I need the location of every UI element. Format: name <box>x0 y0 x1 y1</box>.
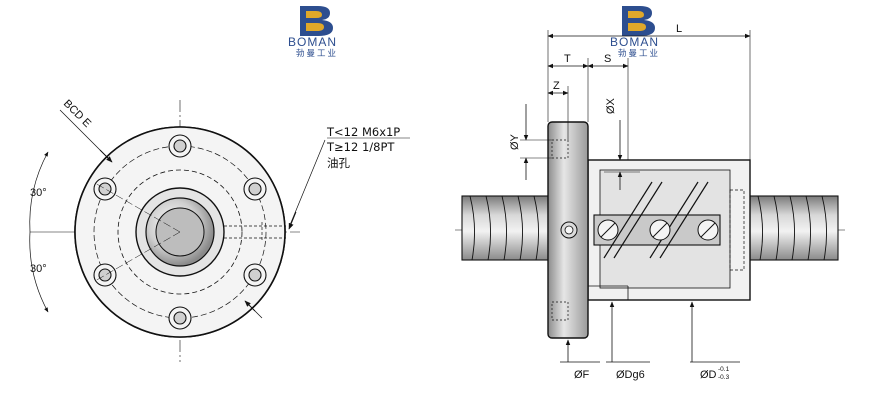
dim-tolerance-upper: -0.1 <box>718 366 730 373</box>
extension-lines <box>520 30 751 173</box>
screw-shaft-left <box>461 195 549 261</box>
note-oil-hole: 油孔 <box>327 156 350 170</box>
radial-line <box>94 231 181 282</box>
bolt-hole <box>93 177 117 201</box>
dim-label-Z: Z <box>553 80 560 92</box>
bolt-hole <box>168 134 192 158</box>
oil-hole-arrow <box>288 211 297 230</box>
oil-hole-side-inner <box>564 225 574 235</box>
logo-right: BOMAN 勃曼工业 <box>610 6 660 59</box>
bolt-hole <box>243 263 267 287</box>
note-thread-small: T<12 M6x1P <box>326 125 400 139</box>
flange-bolt-hole-top <box>551 139 569 159</box>
dim-label-X: ØX <box>605 97 617 114</box>
angle-label-top: 30° <box>30 187 47 199</box>
dim-label-Dg6: ØDg6 <box>616 369 645 381</box>
bolt-hole <box>168 306 192 330</box>
bolt-hole <box>243 177 267 201</box>
screw-threads-left <box>469 195 540 261</box>
nut-seal-hidden <box>729 189 745 271</box>
angle-arc-bottom <box>29 231 49 313</box>
logo-right-subtitle: 勃曼工业 <box>618 48 660 59</box>
return-tube-screws <box>597 219 719 241</box>
flange-bolt-hole-bottom <box>551 301 569 321</box>
dim-label-D: ØD <box>700 369 717 381</box>
dim-label-T: T <box>564 53 571 65</box>
logo-right-name: BOMAN <box>610 35 659 49</box>
logo-left-subtitle: 勃曼工业 <box>296 48 338 59</box>
dim-label-S: S <box>604 53 611 65</box>
angle-arc-top <box>29 151 49 233</box>
bolt-holes <box>93 134 267 330</box>
logo-left-name: BOMAN <box>288 35 337 49</box>
radial-line <box>94 182 181 233</box>
oil-hole-leader <box>289 139 326 226</box>
dim-label-Y: ØY <box>509 133 521 150</box>
front-view <box>29 100 326 362</box>
dim-label-L: L <box>676 23 682 35</box>
bolt-circle <box>93 145 267 319</box>
logo-left: BOMAN 勃曼工业 <box>288 6 338 59</box>
ball-paths <box>603 181 709 259</box>
bcd-arrow <box>99 149 113 163</box>
body-hidden-circle <box>117 169 243 295</box>
bcd-label: BCD E <box>61 98 93 130</box>
screw-threads-right <box>757 195 828 261</box>
note-thread-large: T≥12 1/8PT <box>326 140 395 154</box>
bcd-arrow-lower <box>244 300 256 312</box>
angle-label-bottom: 30° <box>30 263 47 275</box>
screw-shaft-right <box>749 195 839 261</box>
dim-label-F: ØF <box>574 369 590 381</box>
side-view <box>455 30 845 363</box>
dim-tolerance-lower: -0.3 <box>718 374 730 381</box>
bolt-hole <box>93 263 117 287</box>
dimension-lines <box>523 33 751 363</box>
